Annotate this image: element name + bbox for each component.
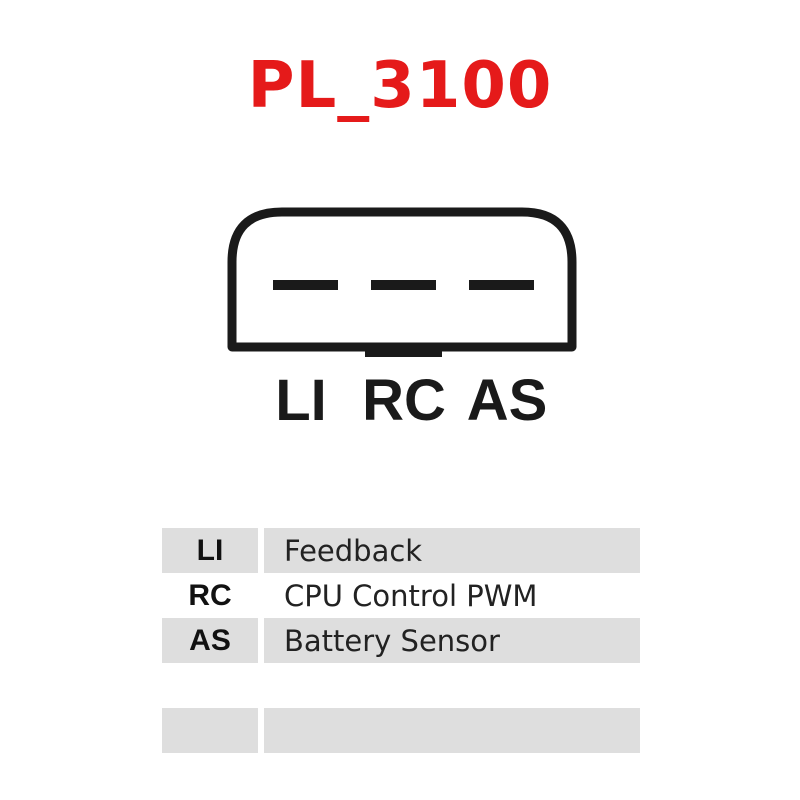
pin-terminal-li (273, 280, 338, 290)
legend-description: CPU Control PWM (284, 578, 538, 613)
legend-description: Feedback (264, 528, 640, 573)
pin-terminal-as (469, 280, 534, 290)
legend-row: RC CPU Control PWM (162, 573, 640, 618)
connector-housing (227, 207, 577, 352)
connector-title: PL_3100 (247, 49, 553, 123)
pin-label-li: LI (275, 368, 327, 433)
legend-description (264, 663, 640, 708)
pin-legend-table: LI Feedback RC CPU Control PWM AS Batter… (162, 528, 640, 753)
pin-label-as: AS (467, 368, 548, 433)
connector-key-tab (365, 343, 442, 357)
legend-code (162, 708, 258, 753)
legend-row-empty (162, 708, 640, 753)
legend-row-empty (162, 663, 640, 708)
legend-code: RC (188, 578, 232, 612)
legend-description (264, 708, 640, 753)
legend-description: Battery Sensor (264, 618, 640, 663)
legend-code (162, 663, 258, 708)
pin-label-rc: RC (362, 368, 446, 433)
legend-code: LI (162, 528, 258, 573)
legend-row: LI Feedback (162, 528, 640, 573)
pin-terminal-rc (371, 280, 436, 290)
legend-code: AS (162, 618, 258, 663)
legend-row: AS Battery Sensor (162, 618, 640, 663)
